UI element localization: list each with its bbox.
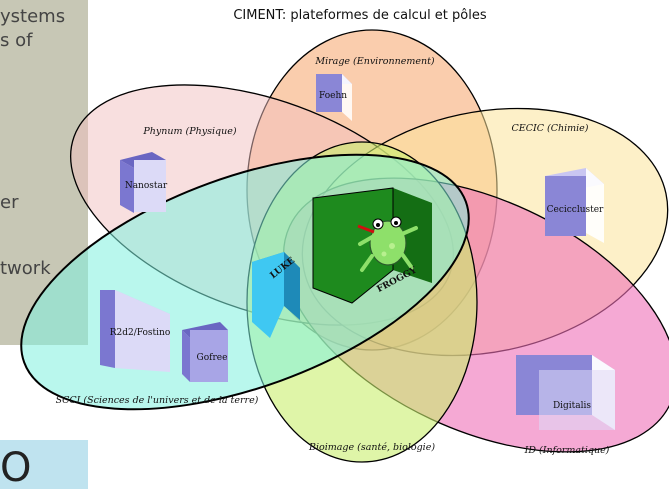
diagram-title: CIMENT: plateformes de calcul et pôles	[233, 8, 487, 23]
cluster-ceciccluster: Ceciccluster	[547, 205, 604, 215]
label-cecic: CECIC (Chimie)	[511, 123, 588, 134]
label-id: ID (Informatique)	[524, 445, 610, 456]
cube-luke: LUKE	[252, 252, 300, 338]
label-scci: SCCI (Sciences de l'univers et de la ter…	[56, 395, 259, 406]
label-mirage: Mirage (Environnement)	[314, 56, 435, 67]
background-text-line: twork	[0, 258, 51, 279]
cube-ceciccluster: Ceciccluster	[545, 168, 604, 243]
label-bioimage: Bioimage (santé, biologie)	[308, 442, 435, 453]
background-text-line: ystems	[0, 6, 66, 27]
cube-nanostar: Nanostar	[120, 152, 168, 213]
label-phynum: Phynum (Physique)	[142, 126, 236, 137]
frog-icon	[357, 216, 418, 272]
cube-r2d2-fostino: R2d2/Fostino	[100, 290, 170, 372]
cluster-r2d2-fostino: R2d2/Fostino	[110, 328, 171, 338]
cluster-gofree: Gofree	[197, 353, 228, 363]
background-bottom-glyph: O	[0, 445, 32, 491]
cube-gofree: Gofree	[182, 322, 228, 382]
background-text-line: er	[0, 192, 19, 213]
background-bottom-box	[0, 440, 88, 489]
cluster-digitalis: Digitalis	[553, 401, 591, 411]
cube-froggy: FROGGY	[312, 187, 432, 304]
background-text-line: s of	[0, 30, 33, 51]
cube-foehn: Foehn	[316, 74, 352, 121]
cluster-foehn: Foehn	[319, 91, 347, 101]
cluster-nanostar: Nanostar	[125, 181, 168, 191]
cube-digitalis: Digitalis	[516, 355, 615, 430]
